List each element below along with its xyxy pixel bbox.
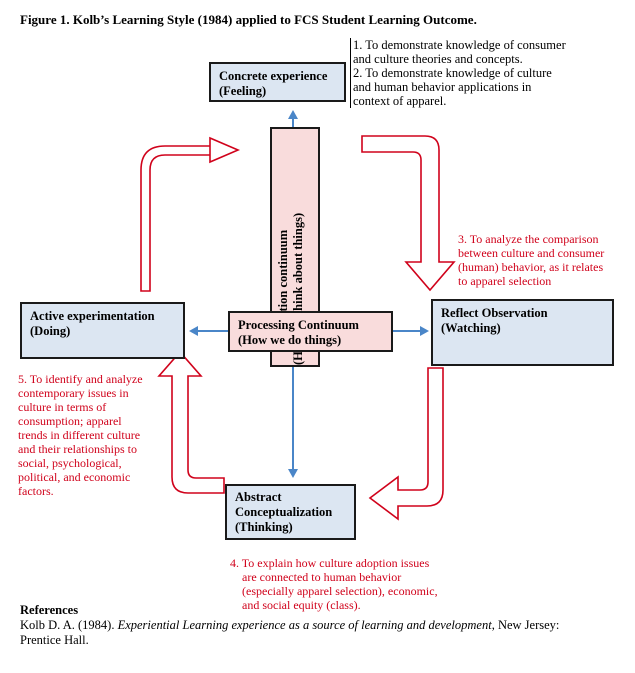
outcome-5-line2: contemporary issues in <box>18 386 129 400</box>
outcome-3-line2: between culture and consumer <box>458 246 605 260</box>
outcome-1-line2: and culture theories and concepts. <box>353 52 523 66</box>
concrete-line1: Concrete experience <box>219 69 328 83</box>
reflect-observation-box: Reflect Observation (Watching) <box>431 299 614 366</box>
red-arrow-active-to-concrete <box>140 136 241 292</box>
outcome-3-line3: (human) behavior, as it relates <box>458 260 604 274</box>
references-heading: References <box>20 603 79 617</box>
outcome-5: 5. To identify and analyze contemporary … <box>18 372 143 498</box>
outcome-4: 4. To explain how culture adoption issue… <box>230 556 438 612</box>
reference-entry: Kolb D. A. (1984). Experiential Learning… <box>20 618 620 633</box>
red-arrow-concrete-to-reflect <box>361 135 456 292</box>
processing-line2: (How we do things) <box>238 333 342 347</box>
reference-publisher: Prentice Hall. <box>20 633 89 647</box>
red-arrow-abstract-to-active <box>157 350 225 494</box>
reference-title: Experiential Learning experience as a so… <box>117 618 492 632</box>
active-line1: Active experimentation <box>30 309 155 323</box>
outcome-3: 3. To analyze the comparison between cul… <box>458 232 604 288</box>
outcome-3-line1: 3. To analyze the comparison <box>458 232 599 246</box>
red-arrow-reflect-to-abstract <box>368 367 444 521</box>
outcome-4-line3: (especially apparel selection), economic… <box>242 584 438 598</box>
outcome-5-line7: social, psychological, <box>18 456 122 470</box>
reflect-line1: Reflect Observation <box>441 306 548 320</box>
references-section: References Kolb D. A. (1984). Experienti… <box>20 603 620 648</box>
outcome-2-line2: and human behavior applications in <box>353 80 532 94</box>
outcome-5-line3: culture in terms of <box>18 400 107 414</box>
concrete-experience-box: Concrete experience (Feeling) <box>209 62 346 102</box>
active-experimentation-box: Active experimentation (Doing) <box>20 302 185 359</box>
abstract-line1: Abstract <box>235 490 282 504</box>
outcome-3-line4: to apparel selection <box>458 274 552 288</box>
outcome-5-line6: and their relationships to <box>18 442 137 456</box>
outcome-2-line1: 2. To demonstrate knowledge of culture <box>353 66 552 80</box>
processing-continuum-box: Processing Continuum (How we do things) <box>228 311 393 352</box>
outcome-2-line3: context of apparel. <box>353 94 447 108</box>
reference-authors: Kolb D. A. (1984). <box>20 618 118 632</box>
outcome-5-line8: political, and economic <box>18 470 131 484</box>
outcome-4-line2: are connected to human behavior <box>242 570 402 584</box>
concrete-line2: (Feeling) <box>219 84 267 98</box>
outcome-4-line1: 4. To explain how culture adoption issue… <box>230 556 430 570</box>
outcome-5-line9: factors. <box>18 484 54 498</box>
outcomes-1-2: 1. To demonstrate knowledge of consumer … <box>350 38 566 108</box>
processing-line1: Processing Continuum <box>238 318 359 332</box>
outcome-1-line1: 1. To demonstrate knowledge of consumer <box>353 38 566 52</box>
abstract-line2: Conceptualization <box>235 505 333 519</box>
outcome-5-line5: trends in different culture <box>18 428 141 442</box>
reference-place: , New Jersey: <box>491 618 560 632</box>
abstract-conceptualization-box: Abstract Conceptualization (Thinking) <box>225 484 356 540</box>
figure-title: Figure 1. Kolb’s Learning Style (1984) a… <box>20 12 477 27</box>
reflect-line2: (Watching) <box>441 321 501 335</box>
outcome-5-line1: 5. To identify and analyze <box>18 372 143 386</box>
active-line2: (Doing) <box>30 324 71 338</box>
outcome-5-line4: consumption; apparel <box>18 414 122 428</box>
abstract-line3: (Thinking) <box>235 520 293 534</box>
outcome-4-line4: and social equity (class). <box>242 598 361 612</box>
